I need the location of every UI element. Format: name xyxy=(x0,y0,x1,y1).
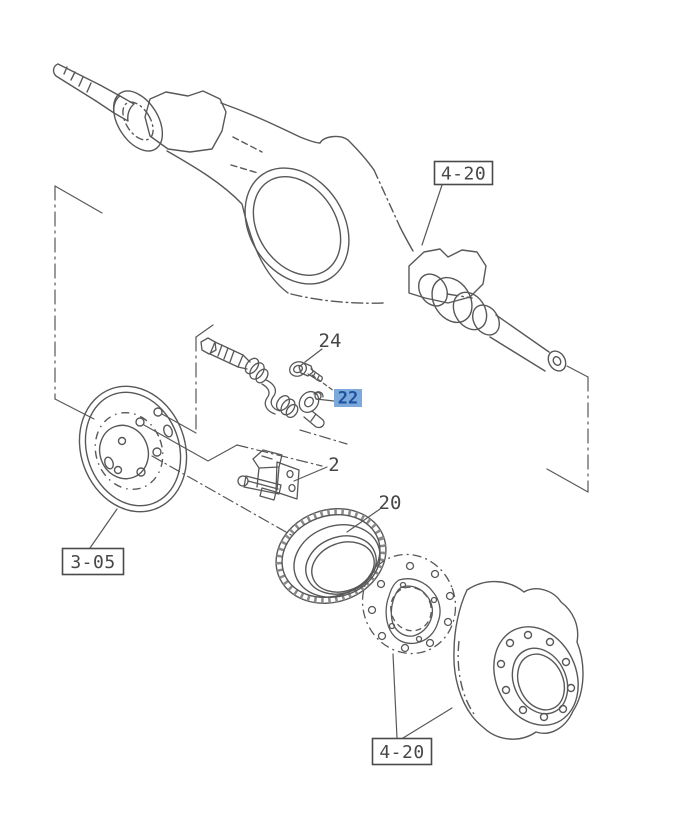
leader-part-20 xyxy=(346,508,381,533)
callout-ref-bottom-label[interactable]: 4-20 xyxy=(379,742,424,763)
exciter-ring-drawing xyxy=(275,508,387,604)
leader-ref-top xyxy=(421,184,443,246)
ring-teeth xyxy=(276,508,386,604)
callout-part-20[interactable]: 20 xyxy=(379,492,402,514)
phantom-frame-lines xyxy=(54,185,589,537)
leader-lines xyxy=(89,184,453,739)
callout-ref-left[interactable]: 3-05 xyxy=(61,547,125,576)
callout-ref-bottom[interactable]: 4-20 xyxy=(371,737,433,766)
callout-ref-left-label[interactable]: 3-05 xyxy=(70,552,115,573)
leader-part-24 xyxy=(304,348,323,363)
callout-part-2[interactable]: 2 xyxy=(328,454,339,476)
leader-ref-bottom-2 xyxy=(402,707,453,739)
callout-ref-top[interactable]: 4-20 xyxy=(433,160,494,186)
leader-part-2 xyxy=(293,466,328,482)
bolt-24-drawing xyxy=(289,361,323,382)
callout-ref-top-label[interactable]: 4-20 xyxy=(441,164,486,185)
callout-part-22-highlighted[interactable]: 22 xyxy=(334,389,362,409)
axle-housing-drawing xyxy=(52,63,567,372)
callout-ref-left-box[interactable] xyxy=(61,547,125,576)
callout-part-22-label[interactable]: 22 xyxy=(338,389,358,409)
bracket-2-drawing xyxy=(237,449,300,501)
backing-plate-drawing xyxy=(78,385,188,513)
callouts: 4-20 24 22 2 20 3-05 4-20 xyxy=(61,160,494,766)
callout-ref-bottom-box[interactable] xyxy=(371,737,433,766)
callout-ref-top-box[interactable] xyxy=(433,160,494,186)
leader-ref-left xyxy=(89,508,118,549)
leader-part-22 xyxy=(315,398,335,402)
callout-part-24[interactable]: 24 xyxy=(319,330,342,352)
hub-flange-drawing xyxy=(361,553,457,655)
leader-bolt-dashed xyxy=(311,374,335,392)
leader-ref-bottom-1 xyxy=(392,653,398,739)
abs-sensor-drawing xyxy=(200,337,325,429)
callout-part-22-highlight[interactable] xyxy=(334,389,362,407)
brake-drum-drawing xyxy=(453,580,584,740)
